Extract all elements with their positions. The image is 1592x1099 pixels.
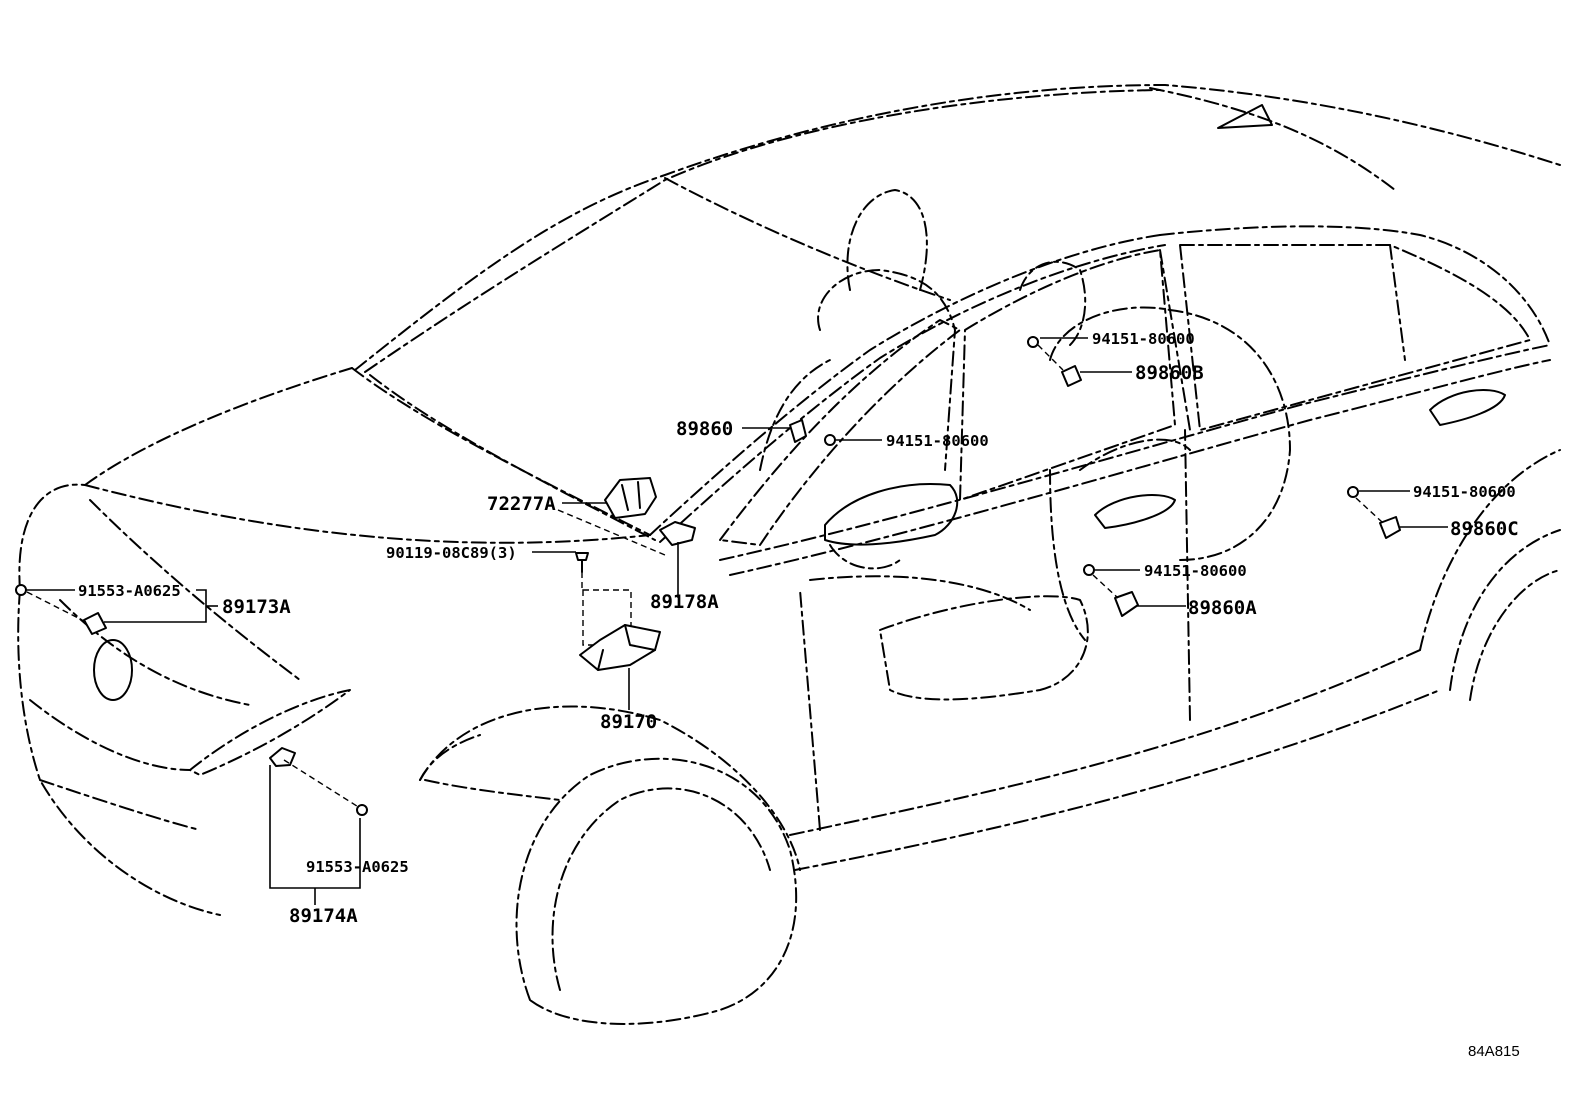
label-72277A: 72277A [487,493,556,515]
label-94151-80600: 94151-80600 [886,432,989,450]
nut-94151-icon [1347,486,1359,498]
label-90119-08C89: 90119-08C89(3) [386,544,517,562]
sensor-89174A-icon [269,747,296,767]
label-89170: 89170 [600,711,657,733]
leader-lines [26,337,1448,905]
car-body-outline [17,84,1561,1025]
label-89860C: 89860C [1450,518,1519,540]
bolt-90119-icon [575,552,589,561]
label-89860B: 89860B [1135,362,1204,384]
label-94151-80600: 94151-80600 [1092,330,1195,348]
label-89178A: 89178A [650,591,719,613]
label-89174A: 89174A [289,905,358,927]
sensor-89860A-icon [1114,591,1139,617]
part-labels: 89860 94151-80600 94151-80600 89860B 941… [78,330,1520,1060]
nut-94151-icon [1027,336,1039,348]
sensor-89860-icon [789,419,807,443]
label-89173A: 89173A [222,596,291,618]
figure-code: 84A815 [1468,1043,1520,1060]
label-91553-A0625: 91553-A0625 [306,858,409,876]
label-94151-80600: 94151-80600 [1413,483,1516,501]
bolt-91553-icon [15,584,27,596]
sensor-89860B-icon [1061,365,1082,387]
label-89860: 89860 [676,418,733,440]
connector-89178A-icon [659,521,696,546]
label-94151-80600: 94151-80600 [1144,562,1247,580]
bracket-72277A-icon [604,477,657,519]
label-89860A: 89860A [1188,597,1257,619]
nut-94151-icon [824,434,836,446]
label-91553-A0625: 91553-A0625 [78,582,181,600]
airbag-sensor-89170-icon [579,624,661,671]
nut-94151-icon [1083,564,1095,576]
sensor-89173A-icon [83,612,107,635]
bolt-91553-icon [356,804,368,816]
sensor-89860C-icon [1379,516,1401,539]
parts-layer [15,336,1401,816]
